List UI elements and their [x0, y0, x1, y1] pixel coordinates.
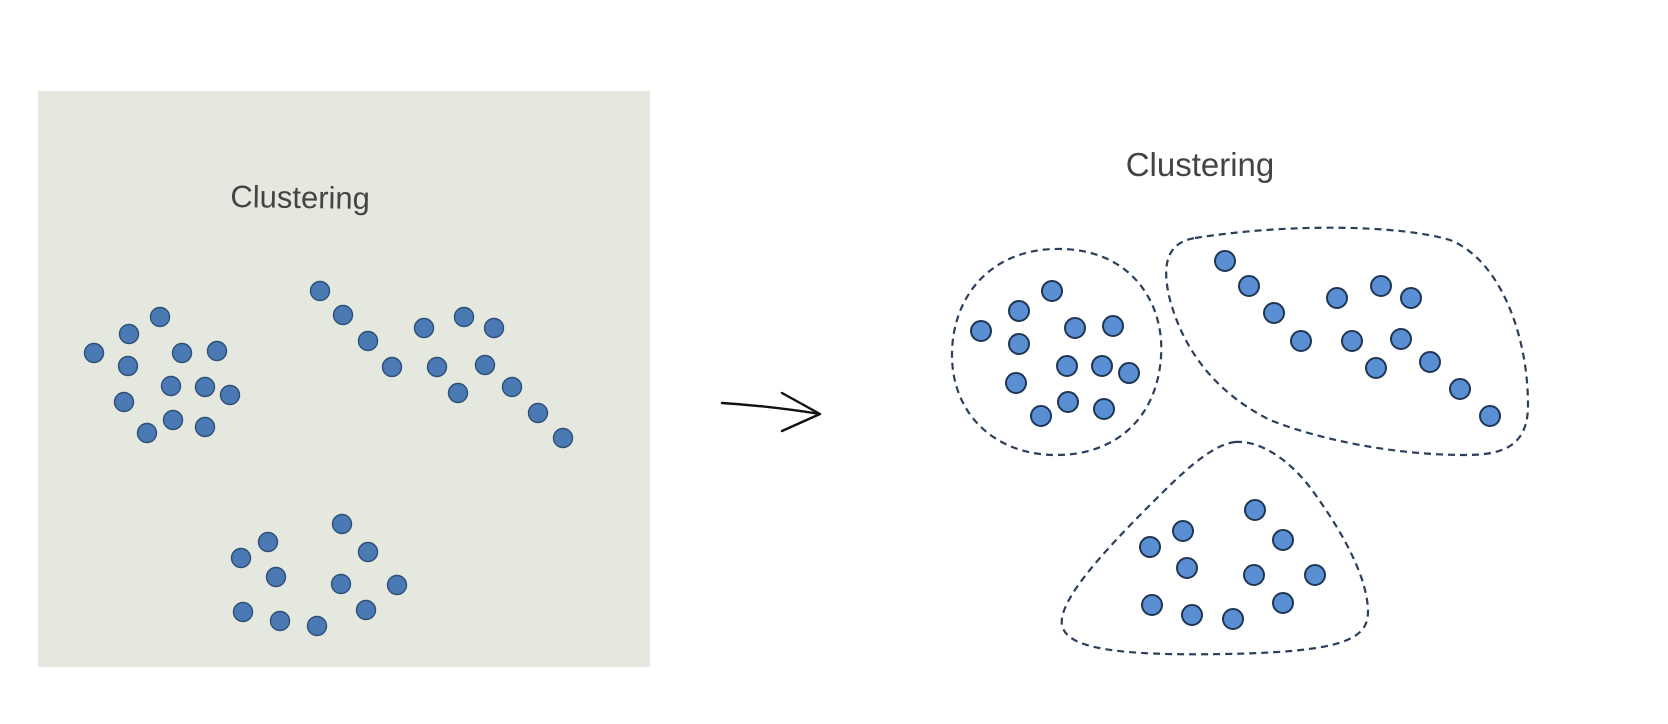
- data-point: [83, 342, 105, 364]
- data-point: [1102, 315, 1124, 337]
- data-point: [230, 547, 252, 569]
- data-point: [1176, 557, 1198, 579]
- data-point: [1272, 592, 1294, 614]
- data-point: [1139, 536, 1161, 558]
- data-point: [552, 427, 574, 449]
- data-point: [474, 354, 496, 376]
- data-point: [160, 375, 182, 397]
- data-point: [1365, 357, 1387, 379]
- data-point: [149, 306, 171, 328]
- data-point: [194, 376, 216, 398]
- data-point: [1400, 287, 1422, 309]
- data-point: [1304, 564, 1326, 586]
- data-point: [1141, 594, 1163, 616]
- data-point: [1222, 608, 1244, 630]
- photo-points: [83, 280, 574, 637]
- data-point: [1238, 275, 1260, 297]
- data-point: [1326, 287, 1348, 309]
- data-point: [194, 416, 216, 438]
- data-point: [1263, 302, 1285, 324]
- data-point: [1479, 405, 1501, 427]
- data-point: [1244, 499, 1266, 521]
- data-point: [1008, 333, 1030, 355]
- data-point: [1064, 317, 1086, 339]
- data-point: [501, 376, 523, 398]
- data-point: [527, 402, 549, 424]
- data-point: [269, 610, 291, 632]
- data-point: [331, 513, 353, 535]
- data-point: [1181, 604, 1203, 626]
- data-point: [1390, 328, 1412, 350]
- data-point: [1005, 372, 1027, 394]
- right-arrow-icon: [720, 391, 822, 433]
- data-point: [117, 355, 139, 377]
- data-point: [1093, 398, 1115, 420]
- data-point: [1172, 520, 1194, 542]
- data-point: [219, 384, 241, 406]
- data-point: [1370, 275, 1392, 297]
- data-point: [118, 323, 140, 345]
- data-point: [332, 304, 354, 326]
- photo-title: Clustering: [230, 179, 370, 216]
- data-point: [1091, 355, 1113, 377]
- data-point: [1214, 250, 1236, 272]
- diagram-points: [970, 250, 1501, 630]
- data-point: [413, 317, 435, 339]
- data-point: [265, 566, 287, 588]
- data-point: [309, 280, 331, 302]
- data-point: [232, 601, 254, 623]
- data-point: [162, 409, 184, 431]
- data-point: [447, 382, 469, 404]
- data-point: [386, 574, 408, 596]
- data-point: [171, 342, 193, 364]
- data-point: [1341, 330, 1363, 352]
- data-point: [357, 541, 379, 563]
- data-point: [1057, 391, 1079, 413]
- data-point: [136, 422, 158, 444]
- data-point: [1243, 564, 1265, 586]
- data-point: [1449, 378, 1471, 400]
- diagram-title: Clustering: [1126, 146, 1275, 183]
- data-point: [1290, 330, 1312, 352]
- cluster-outline-right: [1165, 226, 1530, 457]
- data-point: [306, 615, 328, 637]
- data-point: [1272, 529, 1294, 551]
- data-point: [1419, 351, 1441, 373]
- data-point: [1041, 280, 1063, 302]
- data-point: [483, 317, 505, 339]
- photo-panel: Clustering: [38, 91, 650, 667]
- diagram-panel: Clustering: [950, 146, 1530, 656]
- data-point: [453, 306, 475, 328]
- data-point: [357, 330, 379, 352]
- data-point: [1008, 300, 1030, 322]
- data-point: [1056, 355, 1078, 377]
- photo-background: [38, 91, 650, 667]
- data-point: [257, 531, 279, 553]
- data-point: [206, 340, 228, 362]
- data-point: [1030, 405, 1052, 427]
- data-point: [355, 599, 377, 621]
- cluster-outline-bottom: [1060, 440, 1370, 656]
- data-point: [426, 356, 448, 378]
- data-point: [381, 356, 403, 378]
- data-point: [330, 573, 352, 595]
- cluster-outline-left: [950, 247, 1163, 457]
- data-point: [970, 320, 992, 342]
- data-point: [1118, 362, 1140, 384]
- data-point: [113, 391, 135, 413]
